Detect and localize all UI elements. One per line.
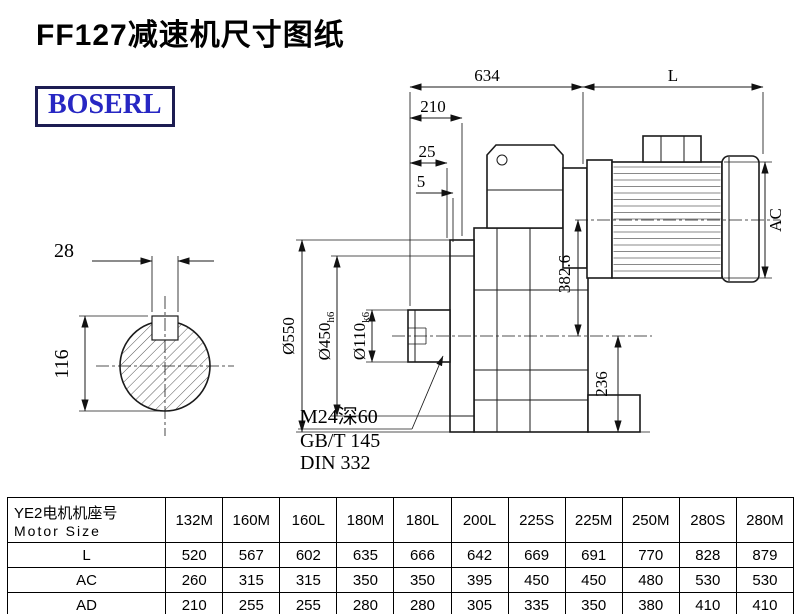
table-header-cell: 132M <box>165 497 224 543</box>
housing-foot <box>587 394 641 433</box>
dim-AC-label: AC <box>766 208 785 232</box>
row-label: AD <box>6 592 167 614</box>
table-cell: 260 <box>165 567 224 593</box>
dim-634-label: 634 <box>474 66 500 85</box>
note-din-standard: DIN 332 <box>300 452 371 474</box>
thread-note: M24深60 GB/T 145 DIN 332 <box>298 355 444 474</box>
table-header-cell: 250M <box>621 497 680 543</box>
table-header-cell: 280S <box>678 497 737 543</box>
table-cell: 530 <box>678 567 737 593</box>
dim-210-label: 210 <box>420 97 446 116</box>
dimension-550: Ø550 <box>279 239 450 433</box>
table-cell: 669 <box>507 542 566 568</box>
brand-logo: BOSERL <box>35 86 175 127</box>
dim-450-label: Ø450h6 <box>315 311 337 360</box>
table-cell: 879 <box>735 542 795 568</box>
table-cell: 255 <box>279 592 338 614</box>
dimension-L: L <box>582 66 764 154</box>
table-row-AC: AC 260 315 315 350 350 395 450 450 480 5… <box>6 567 795 593</box>
motor-size-table: YE2电机机座号 Motor Size 132M 160M 160L 180M … <box>6 497 795 614</box>
row-label: L <box>6 542 167 568</box>
table-cell: 255 <box>222 592 281 614</box>
table-header-cell: 200L <box>450 497 509 543</box>
table-header-cn: YE2电机机座号 <box>14 504 118 522</box>
table-header-cell: 180L <box>393 497 452 543</box>
table-cell: 410 <box>735 592 795 614</box>
table-cell: 480 <box>621 567 680 593</box>
dim-116-label: 116 <box>51 349 73 378</box>
dim-550-label: Ø550 <box>279 317 298 355</box>
dimension-5: 5 <box>416 172 454 242</box>
fan-cover <box>721 155 760 283</box>
note-thread: M24深60 <box>300 405 378 428</box>
table-cell: 450 <box>507 567 566 593</box>
table-header-cell: 225S <box>507 497 566 543</box>
dimension-AC: AC <box>724 161 785 279</box>
row-label: AC <box>6 567 167 593</box>
table-header-en: Motor Size <box>14 522 101 539</box>
note-gb-standard: GB/T 145 <box>300 430 380 452</box>
table-cell: 642 <box>450 542 509 568</box>
reducer-main-view <box>392 135 780 433</box>
table-header-row: YE2电机机座号 Motor Size 132M 160M 160L 180M … <box>6 497 795 543</box>
dim-L-label: L <box>668 66 678 85</box>
technical-drawing: 28 116 <box>51 66 785 474</box>
dim-5-label: 5 <box>417 172 426 191</box>
table-header-cell: 280M <box>735 497 795 543</box>
table-cell: 410 <box>678 592 737 614</box>
eyebolt-hole <box>496 154 508 166</box>
table-cell: 666 <box>393 542 452 568</box>
dimension-110: Ø110k6 <box>350 309 408 363</box>
table-header-cell: 225M <box>564 497 623 543</box>
dimension-210: 210 <box>409 97 463 236</box>
dim-382-label: 382.6 <box>555 255 574 293</box>
table-cell: 210 <box>165 592 224 614</box>
table-header-cell: 180M <box>336 497 395 543</box>
table-cell: 691 <box>564 542 623 568</box>
dimension-116: 116 <box>51 315 168 412</box>
table-header-motor-size: YE2电机机座号 Motor Size <box>6 497 167 543</box>
housing-tower <box>486 144 564 229</box>
table-cell: 305 <box>450 592 509 614</box>
dimension-382: 382.6 <box>555 219 582 337</box>
table-cell: 530 <box>735 567 795 593</box>
table-cell: 602 <box>279 542 338 568</box>
table-header-cell: 160L <box>279 497 338 543</box>
table-cell: 520 <box>165 542 224 568</box>
motor-adapter <box>562 167 588 269</box>
table-cell: 280 <box>336 592 395 614</box>
dimension-634: 634 <box>409 66 584 306</box>
table-cell: 280 <box>393 592 452 614</box>
table-cell: 380 <box>621 592 680 614</box>
table-cell: 350 <box>564 592 623 614</box>
table-cell: 450 <box>564 567 623 593</box>
table-cell: 635 <box>336 542 395 568</box>
dimension-236: 236 <box>592 335 650 433</box>
table-cell: 770 <box>621 542 680 568</box>
table-cell: 315 <box>222 567 281 593</box>
table-cell: 567 <box>222 542 281 568</box>
table-header-cell: 160M <box>222 497 281 543</box>
dim-28-label: 28 <box>54 240 74 262</box>
page-title: FF127减速机尺寸图纸 <box>36 19 345 52</box>
table-cell: 828 <box>678 542 737 568</box>
dimension-25: 25 <box>409 142 448 238</box>
dim-110-label: Ø110k6 <box>350 311 372 360</box>
table-cell: 335 <box>507 592 566 614</box>
table-cell: 350 <box>393 567 452 593</box>
terminal-box <box>642 135 702 163</box>
shaft-end-view <box>96 296 234 436</box>
table-cell: 315 <box>279 567 338 593</box>
table-cell: 350 <box>336 567 395 593</box>
dimension-28: 28 <box>54 240 214 312</box>
table-cell: 395 <box>450 567 509 593</box>
dimension-450: Ø450h6 <box>315 255 450 417</box>
dim-25-label: 25 <box>419 142 436 161</box>
table-row-L: L 520 567 602 635 666 642 669 691 770 82… <box>6 542 795 568</box>
dim-236-label: 236 <box>592 371 611 397</box>
table-row-AD: AD 210 255 255 280 280 305 335 350 380 4… <box>6 592 795 614</box>
motor-flange <box>586 159 613 279</box>
